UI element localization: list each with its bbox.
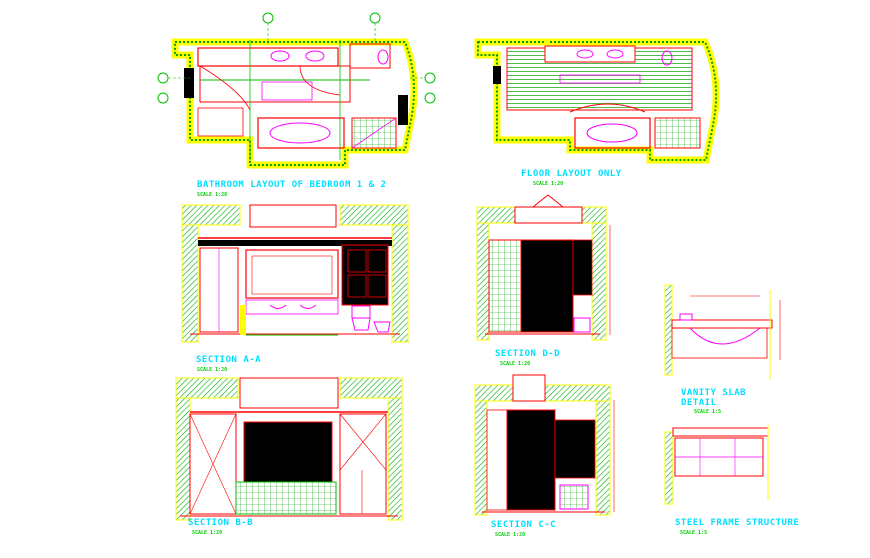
title-vanity-slab: VANITY SLAB DETAIL [681,388,747,408]
section-bb [175,377,403,521]
title-section-bb: SECTION B-B [188,518,254,528]
scale-section-cc: SCALE 1:20 [495,532,526,538]
section-aa [181,204,409,343]
title-floor-layout: FLOOR LAYOUT ONLY [521,169,622,179]
title-section-cc: SECTION C-C [491,520,557,530]
plan-floor-layout [474,38,720,164]
scale-vanity-slab: SCALE 1:5 [694,409,722,415]
scale-section-bb: SCALE 1:20 [192,530,223,536]
title-section-aa: SECTION A-A [196,355,262,365]
section-cc [474,374,615,516]
scale-section-aa: SCALE 1:20 [197,367,228,373]
scale-steel-frame: SCALE 1:5 [680,530,708,536]
steel-frame-detail [664,425,769,505]
title-steel-frame: STEEL FRAME STRUCTURE [675,518,800,528]
title-section-dd: SECTION D-D [495,349,561,359]
plan-bathroom-layout [157,12,436,169]
scale-bathroom-layout: SCALE 1:20 [197,192,228,198]
scale-floor-layout: SCALE 1:20 [533,181,564,187]
title-bathroom-layout: BATHROOM LAYOUT OF BEDROOM 1 & 2 [197,180,387,190]
section-dd [476,194,611,341]
scale-section-dd: SCALE 1:20 [500,361,531,367]
vanity-slab-detail [664,284,781,380]
